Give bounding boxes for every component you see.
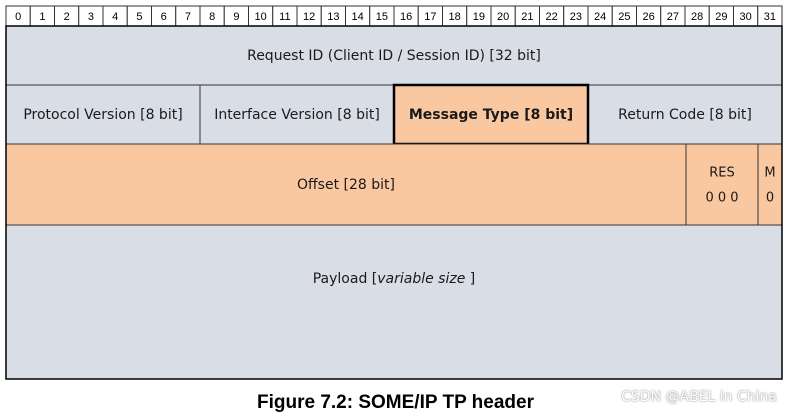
bit-number-label: 17 <box>424 11 436 23</box>
bit-number-label: 4 <box>112 11 118 23</box>
bit-number-label: 11 <box>279 11 290 23</box>
res-label: RES <box>709 166 735 181</box>
bit-number-label: 24 <box>594 11 606 23</box>
protocol-version-label: Protocol Version [8 bit] <box>23 107 182 123</box>
bit-cell: 29 <box>708 5 734 27</box>
payload-label: Payload [variable size ] <box>313 271 476 287</box>
bit-number-label: 2 <box>64 11 70 23</box>
bit-cell: 16 <box>393 5 419 27</box>
bit-cell: 30 <box>733 5 759 27</box>
bit-number-label: 27 <box>667 11 679 23</box>
m-value: 0 <box>766 191 774 206</box>
payload-prefix: Payload [ <box>313 271 378 287</box>
bit-number-label: 25 <box>618 11 630 23</box>
m-label: M <box>764 166 775 181</box>
bit-number-label: 20 <box>497 11 509 23</box>
payload-field: Payload [variable size ] <box>5 224 783 380</box>
bit-number-label: 8 <box>209 11 215 23</box>
request-id-field: Request ID (Client ID / Session ID) [32 … <box>5 25 783 86</box>
bit-cell: 6 <box>151 5 177 27</box>
bit-number-label: 28 <box>691 11 703 23</box>
bit-cell: 15 <box>369 5 395 27</box>
bit-number-label: 22 <box>546 11 558 23</box>
bit-cell: 20 <box>490 5 516 27</box>
bit-number-label: 15 <box>376 11 388 23</box>
bit-cell: 26 <box>636 5 662 27</box>
request-id-label: Request ID (Client ID / Session ID) [32 … <box>247 48 541 64</box>
bit-cell: 14 <box>345 5 371 27</box>
bit-number-label: 18 <box>449 11 461 23</box>
bit-cell: 31 <box>757 5 783 27</box>
bit-cell: 2 <box>54 5 80 27</box>
header-frame <box>5 25 783 380</box>
bit-number-label: 19 <box>473 11 485 23</box>
bit-number-label: 1 <box>39 11 45 23</box>
payload-suffix: ] <box>465 271 475 287</box>
bit-cell: 4 <box>102 5 128 27</box>
bit-cell: 3 <box>78 5 104 27</box>
payload-size: variable size <box>377 271 465 287</box>
bit-cell: 1 <box>29 5 55 27</box>
message-type-field: Message Type [8 bit] <box>392 83 590 146</box>
interface-version-label: Interface Version [8 bit] <box>214 107 380 123</box>
res-value: 0 0 0 <box>705 191 738 206</box>
bit-cell: 13 <box>320 5 346 27</box>
bit-number-label: 29 <box>715 11 727 23</box>
bit-cell: 27 <box>660 5 686 27</box>
interface-version-field: Interface Version [8 bit] <box>199 84 395 145</box>
bit-cell: 10 <box>248 5 274 27</box>
res-field: RES 0 0 0 <box>685 143 759 226</box>
return-code-label: Return Code [8 bit] <box>618 107 752 123</box>
bit-number-label: 6 <box>161 11 167 23</box>
bit-number-label: 21 <box>521 11 533 23</box>
bit-number-label: 13 <box>327 11 339 23</box>
bit-number-label: 12 <box>303 11 315 23</box>
bit-number-label: 14 <box>352 11 364 23</box>
message-type-label: Message Type [8 bit] <box>409 107 573 123</box>
protocol-version-field: Protocol Version [8 bit] <box>5 84 201 145</box>
offset-label: Offset [28 bit] <box>297 177 395 193</box>
return-code-field: Return Code [8 bit] <box>587 84 783 145</box>
bit-number-label: 10 <box>255 11 267 23</box>
bit-cell: 18 <box>442 5 468 27</box>
bit-cell: 11 <box>272 5 298 27</box>
bit-cell: 24 <box>587 5 613 27</box>
bit-number-label: 31 <box>764 11 776 23</box>
bit-cell: 7 <box>175 5 201 27</box>
bit-number-label: 9 <box>233 11 239 23</box>
bit-cell: 17 <box>417 5 443 27</box>
bit-cell: 23 <box>563 5 589 27</box>
bit-number-label: 0 <box>15 11 21 23</box>
bit-cell: 0 <box>5 5 31 27</box>
offset-field: Offset [28 bit] <box>5 143 687 226</box>
bit-cell: 22 <box>539 5 565 27</box>
bit-number-label: 30 <box>740 11 752 23</box>
bit-cell: 21 <box>514 5 540 27</box>
more-segments-flag-field: M 0 <box>757 143 783 226</box>
bit-cell: 5 <box>126 5 152 27</box>
watermark: CSDN @ABEL in China <box>621 389 777 405</box>
bit-number-label: 16 <box>400 11 412 23</box>
bit-cell: 9 <box>223 5 249 27</box>
bit-number-label: 26 <box>643 11 655 23</box>
bit-cell: 25 <box>611 5 637 27</box>
bit-cell: 28 <box>684 5 710 27</box>
bit-cell: 12 <box>296 5 322 27</box>
bit-cell: 19 <box>466 5 492 27</box>
bit-number-label: 5 <box>136 11 142 23</box>
figure-caption: Figure 7.2: SOME/IP TP header <box>257 392 534 413</box>
bit-number-label: 23 <box>570 11 582 23</box>
bit-number-label: 3 <box>88 11 94 23</box>
bit-number-label: 7 <box>185 11 191 23</box>
bit-cell: 8 <box>199 5 225 27</box>
